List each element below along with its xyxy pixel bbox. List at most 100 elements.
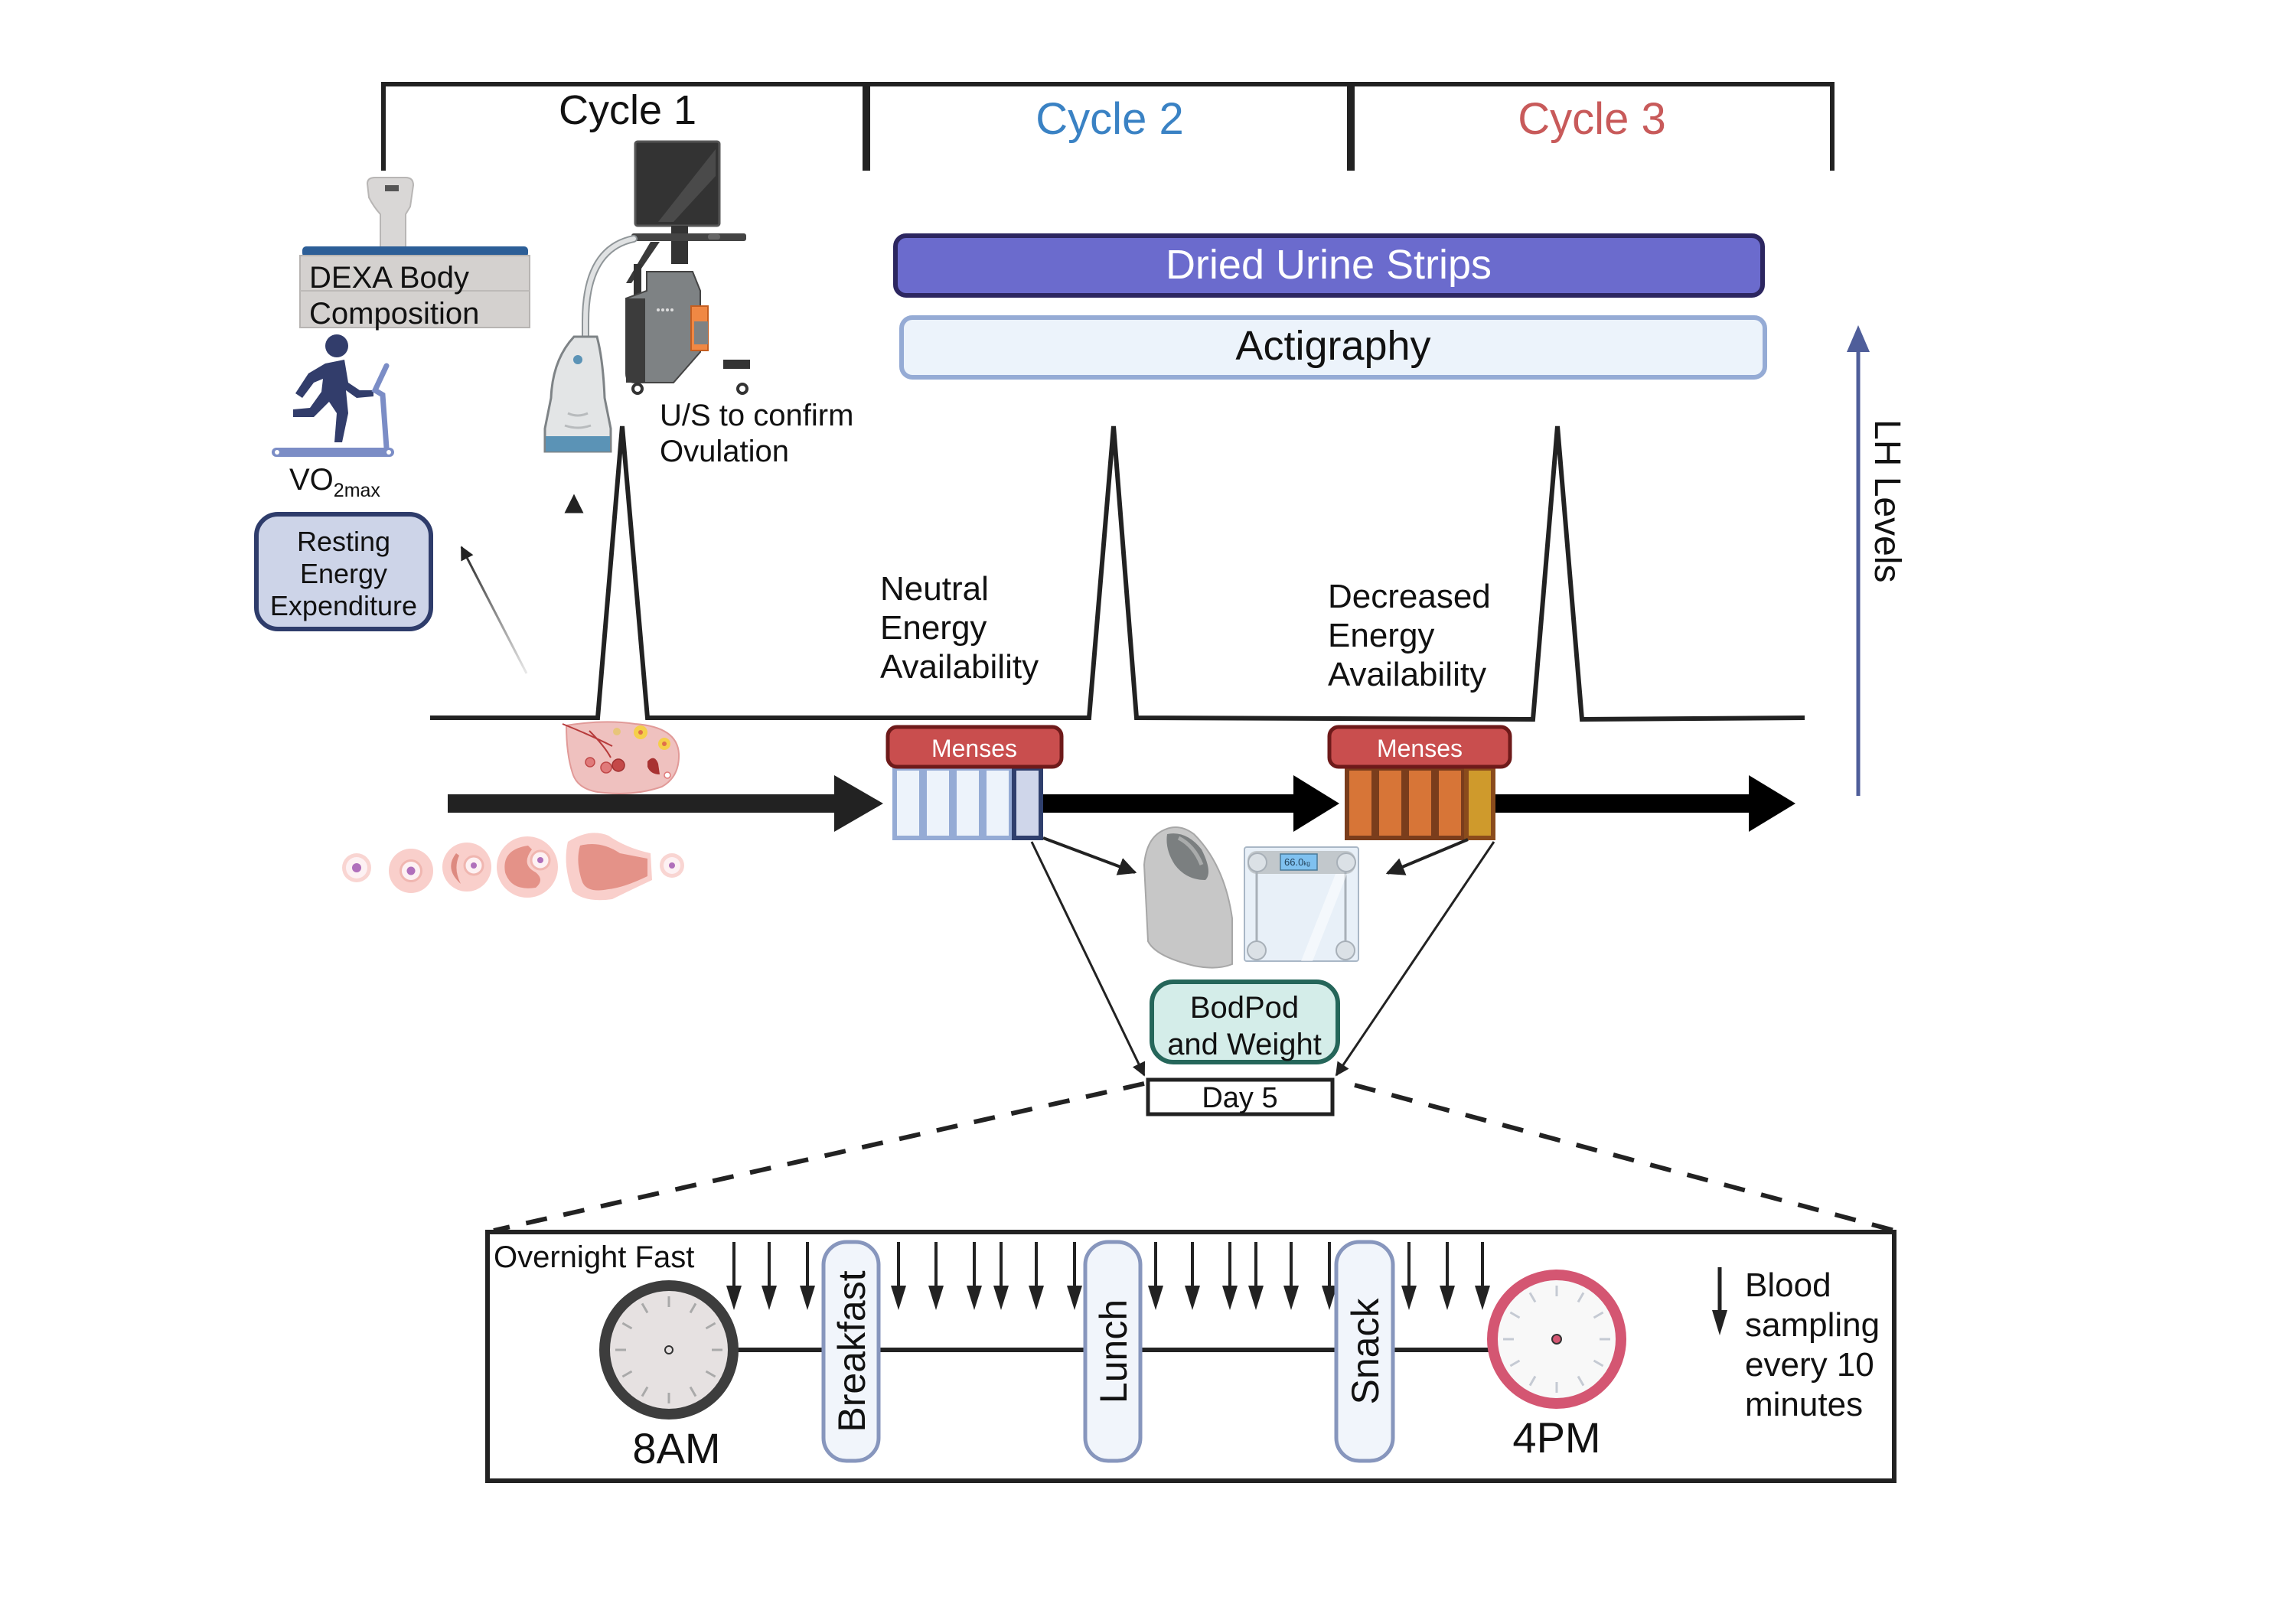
meal-lunch: Lunch bbox=[1083, 1240, 1143, 1463]
meal-snack: Snack bbox=[1334, 1240, 1395, 1463]
blood-sample-arrow-icon bbox=[1185, 1242, 1200, 1310]
lh-levels-label: LH Levels bbox=[1867, 419, 1907, 582]
clock-tick bbox=[621, 1322, 633, 1330]
blood-sample-arrow-icon bbox=[1401, 1242, 1417, 1310]
legend-arrow-icon bbox=[1712, 1310, 1727, 1335]
actigraphy-label: Actigraphy bbox=[1235, 323, 1430, 369]
blood-sample-arrows bbox=[726, 1242, 1490, 1310]
timeline-arrow-2 bbox=[1042, 775, 1339, 832]
resting-line3: Expenditure bbox=[270, 590, 417, 621]
menses-day-strip bbox=[952, 766, 983, 840]
blood-sample-arrow-icon bbox=[967, 1242, 982, 1310]
resting-line1: Resting bbox=[297, 526, 390, 557]
dexa-label-line2: Composition bbox=[309, 297, 479, 331]
meal-lunch-label: Lunch bbox=[1092, 1299, 1135, 1403]
menses-day-strip bbox=[922, 766, 954, 840]
menses-day-strip bbox=[1434, 766, 1466, 840]
menses-day-strip bbox=[1345, 766, 1376, 840]
urine-strips-label: Dried Urine Strips bbox=[1166, 242, 1492, 288]
clock-tick bbox=[705, 1322, 716, 1330]
cycle-1-bracket bbox=[381, 82, 867, 171]
legend-line2: sampling bbox=[1745, 1306, 1880, 1344]
blood-sample-arrow-icon bbox=[1029, 1242, 1044, 1310]
blood-sample-arrow-icon bbox=[1322, 1242, 1337, 1310]
scale-unit: kg bbox=[1303, 860, 1309, 867]
clock-tick bbox=[1528, 1292, 1537, 1303]
blood-sample-arrow-icon bbox=[762, 1242, 777, 1310]
meal-breakfast: Breakfast bbox=[821, 1240, 881, 1463]
menses-block-cycle-2: Menses bbox=[885, 725, 1064, 840]
cycle-brackets: Cycle 1 Cycle 2 Cycle 3 bbox=[381, 82, 1835, 171]
end-time-label: 4PM bbox=[1512, 1413, 1600, 1462]
follicle-stage-1-icon bbox=[342, 853, 371, 882]
treadmill-runner-icon: VO2max bbox=[272, 334, 394, 501]
menses-label-1: Menses bbox=[931, 735, 1017, 762]
menses-day-strips bbox=[1345, 766, 1495, 840]
overnight-fast-label: Overnight Fast bbox=[494, 1240, 694, 1274]
decreased-line1: Decreased bbox=[1328, 578, 1491, 615]
follicle-stage-4-icon bbox=[497, 836, 558, 898]
menses-day-strip bbox=[1375, 766, 1406, 840]
scale-display-reading: 66.0kg bbox=[1284, 856, 1310, 868]
day-5-label: Day 5 bbox=[1202, 1082, 1277, 1114]
cycle-2-label: Cycle 2 bbox=[1035, 94, 1183, 144]
dexa-label-line1: DEXA Body bbox=[309, 261, 469, 295]
menses-day-strip bbox=[892, 766, 924, 840]
legend-line1: Blood bbox=[1745, 1266, 1831, 1304]
blood-sample-arrow-icon bbox=[928, 1242, 944, 1310]
timeline-arrow-3 bbox=[1494, 775, 1795, 832]
menses-day-strips bbox=[892, 766, 1043, 840]
line-strip1-to-day5 bbox=[1030, 841, 1146, 1077]
bodpod-weight-box: BodPod and Weight bbox=[1150, 980, 1340, 1064]
clock-tick bbox=[641, 1302, 649, 1314]
vo2-subscript: 2max bbox=[334, 480, 381, 501]
clock-4pm-icon bbox=[1487, 1270, 1626, 1409]
zoom-line-left bbox=[493, 1081, 1145, 1233]
ultrasound-label-line1: U/S to confirm bbox=[660, 399, 853, 432]
line-strip2-to-day5 bbox=[1335, 841, 1495, 1077]
cycle-2-bracket bbox=[866, 82, 1352, 171]
clock-tick bbox=[705, 1370, 716, 1378]
blood-sample-arrow-icon bbox=[1148, 1242, 1163, 1310]
blood-sample-arrow-icon bbox=[1440, 1242, 1455, 1310]
timeline-arrow-1 bbox=[448, 775, 883, 832]
arrow-to-resting-energy bbox=[460, 546, 528, 674]
blood-sample-arrow-icon bbox=[1283, 1242, 1299, 1310]
day-5-box: Day 5 bbox=[1146, 1077, 1335, 1116]
bodpod-icon bbox=[1143, 826, 1233, 969]
decreased-line3: Availability bbox=[1328, 656, 1486, 693]
clock-tick bbox=[621, 1370, 633, 1378]
lh-curve bbox=[430, 425, 1805, 722]
neutral-line1: Neutral bbox=[880, 570, 989, 608]
clock-8am-icon bbox=[599, 1280, 739, 1420]
ovary-icon bbox=[562, 721, 680, 794]
menses-day-strip bbox=[1404, 766, 1436, 840]
blood-sample-arrow-icon bbox=[1475, 1242, 1490, 1310]
zoom-line-right bbox=[1354, 1083, 1895, 1233]
released-oocyte-icon bbox=[660, 853, 684, 878]
cycle-timeline bbox=[448, 775, 1795, 832]
cycle-3-label: Cycle 3 bbox=[1518, 94, 1665, 144]
blood-sample-arrow-icon bbox=[1248, 1242, 1264, 1310]
start-time-label: 8AM bbox=[632, 1424, 720, 1472]
clock-tick bbox=[641, 1386, 649, 1397]
dried-urine-strips-bar: Dried Urine Strips bbox=[893, 233, 1765, 298]
blood-sample-arrow-icon bbox=[891, 1242, 906, 1310]
meal-snack-label: Snack bbox=[1344, 1298, 1387, 1405]
bodpod-line1: BodPod bbox=[1190, 991, 1299, 1025]
bodpod-line2: and Weight bbox=[1167, 1028, 1322, 1061]
weight-scale-icon: 66.0kg bbox=[1244, 846, 1359, 962]
clock-tick bbox=[1509, 1311, 1521, 1319]
cycle-1-label: Cycle 1 bbox=[559, 87, 696, 133]
lh-levels-axis: LH Levels bbox=[1847, 325, 1907, 796]
scale-value: 66.0 bbox=[1284, 856, 1303, 868]
arrow-strip2-to-scale bbox=[1385, 838, 1469, 875]
menses-label-2: Menses bbox=[1377, 735, 1463, 762]
meal-breakfast-label: Breakfast bbox=[830, 1270, 873, 1432]
neutral-line3: Availability bbox=[880, 648, 1039, 686]
menses-block-cycle-3: Menses bbox=[1327, 725, 1512, 840]
clock-tick bbox=[689, 1386, 697, 1397]
legend-line4: minutes bbox=[1745, 1386, 1863, 1423]
cycle-3-bracket bbox=[1350, 82, 1835, 171]
